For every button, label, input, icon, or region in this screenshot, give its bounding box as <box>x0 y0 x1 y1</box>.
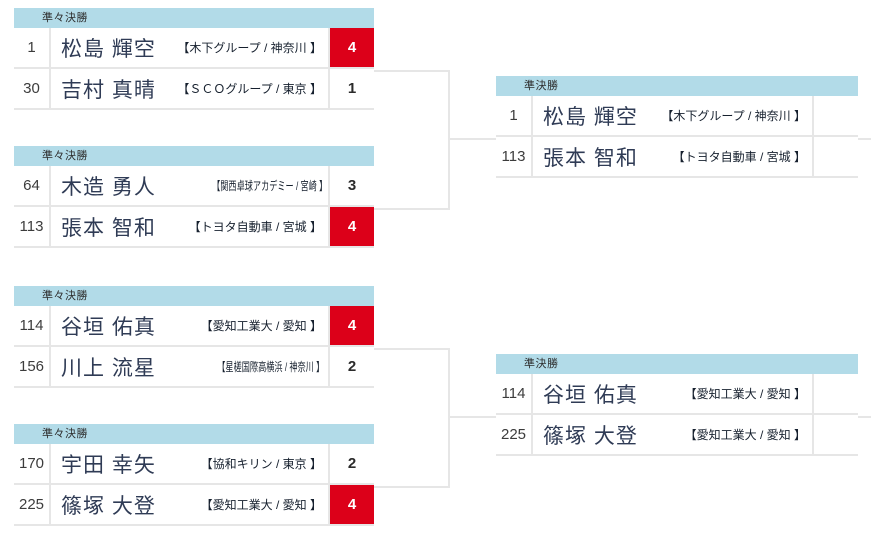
table-row[interactable]: 113 張本 智和 【トヨタ自動車 / 宮城 】 <box>496 137 858 178</box>
player-affiliation: 【愛知工業大 / 愛知 】 <box>200 498 322 512</box>
player-affiliation: 【星槎国際高横浜 / 神奈川 】 <box>216 360 324 374</box>
seed-number: 30 <box>14 69 51 108</box>
player-affiliation: 【関西卓球アカデミー / 宮崎 】 <box>211 179 328 193</box>
player-affiliation: 【木下グループ / 神奈川 】 <box>177 41 322 55</box>
seed-number: 1 <box>496 96 533 135</box>
connector-bottom-vertical <box>448 348 450 488</box>
seed-number: 113 <box>496 137 533 176</box>
player-name: 宇田 幸矢 <box>61 453 156 477</box>
table-row[interactable]: 30 吉村 真晴 【ＳＣＯグループ / 東京 】 1 <box>14 69 374 110</box>
match-quarterfinal-3: 準々決勝 114 谷垣 佑真 【愛知工業大 / 愛知 】 4 156 川上 流星… <box>14 286 374 388</box>
match-quarterfinal-1: 準々決勝 1 松島 輝空 【木下グループ / 神奈川 】 4 30 吉村 真晴 … <box>14 8 374 110</box>
score-cell: 4 <box>330 485 374 524</box>
player-name: 張本 智和 <box>543 146 638 170</box>
connector-sf1-out <box>858 138 871 140</box>
player-name: 木造 勇人 <box>61 175 156 199</box>
player-name: 松島 輝空 <box>61 37 156 61</box>
player-cell[interactable]: 松島 輝空 【木下グループ / 神奈川 】 <box>533 96 814 135</box>
score-cell: 4 <box>330 28 374 67</box>
player-cell[interactable]: 川上 流星 【星槎国際高横浜 / 神奈川 】 <box>51 347 330 386</box>
seed-number: 114 <box>14 306 51 345</box>
player-name: 川上 流星 <box>61 356 156 380</box>
player-name: 松島 輝空 <box>543 105 638 129</box>
player-name: 谷垣 佑真 <box>543 383 638 407</box>
player-cell[interactable]: 張本 智和 【トヨタ自動車 / 宮城 】 <box>51 207 330 246</box>
round-label-sf1: 準決勝 <box>496 76 858 96</box>
player-cell[interactable]: 張本 智和 【トヨタ自動車 / 宮城 】 <box>533 137 814 176</box>
table-row[interactable]: 170 宇田 幸矢 【協和キリン / 東京 】 2 <box>14 444 374 485</box>
player-cell[interactable]: 篠塚 大登 【愛知工業大 / 愛知 】 <box>51 485 330 524</box>
seed-number: 113 <box>14 207 51 246</box>
player-name: 篠塚 大登 <box>61 494 156 518</box>
seed-number: 114 <box>496 374 533 413</box>
score-cell <box>814 415 858 454</box>
player-cell[interactable]: 谷垣 佑真 【愛知工業大 / 愛知 】 <box>533 374 814 413</box>
score-cell: 2 <box>330 347 374 386</box>
score-cell: 3 <box>330 166 374 205</box>
seed-number: 156 <box>14 347 51 386</box>
table-row[interactable]: 225 篠塚 大登 【愛知工業大 / 愛知 】 <box>496 415 858 456</box>
player-cell[interactable]: 宇田 幸矢 【協和キリン / 東京 】 <box>51 444 330 483</box>
seed-number: 64 <box>14 166 51 205</box>
player-cell[interactable]: 松島 輝空 【木下グループ / 神奈川 】 <box>51 28 330 67</box>
player-name: 吉村 真晴 <box>61 78 156 102</box>
score-cell: 4 <box>330 306 374 345</box>
score-cell: 2 <box>330 444 374 483</box>
player-affiliation: 【トヨタ自動車 / 宮城 】 <box>188 220 322 234</box>
player-affiliation: 【木下グループ / 神奈川 】 <box>661 109 806 123</box>
player-affiliation: 【協和キリン / 東京 】 <box>200 457 322 471</box>
seed-number: 1 <box>14 28 51 67</box>
table-row[interactable]: 1 松島 輝空 【木下グループ / 神奈川 】 4 <box>14 28 374 69</box>
connector-qf2-horizontal <box>374 208 450 210</box>
connector-qf1-horizontal <box>374 70 450 72</box>
table-row[interactable]: 114 谷垣 佑真 【愛知工業大 / 愛知 】 4 <box>14 306 374 347</box>
seed-number: 225 <box>496 415 533 454</box>
score-cell <box>814 137 858 176</box>
score-cell: 4 <box>330 207 374 246</box>
player-affiliation: 【ＳＣＯグループ / 東京 】 <box>177 82 322 96</box>
score-cell <box>814 96 858 135</box>
seed-number: 170 <box>14 444 51 483</box>
table-row[interactable]: 156 川上 流星 【星槎国際高横浜 / 神奈川 】 2 <box>14 347 374 388</box>
match-semifinal-1: 準決勝 1 松島 輝空 【木下グループ / 神奈川 】 113 張本 智和 【ト… <box>496 76 858 178</box>
score-cell: 1 <box>330 69 374 108</box>
connector-top-vertical <box>448 70 450 210</box>
round-label-qf4: 準々決勝 <box>14 424 374 444</box>
player-cell[interactable]: 吉村 真晴 【ＳＣＯグループ / 東京 】 <box>51 69 330 108</box>
match-quarterfinal-2: 準々決勝 64 木造 勇人 【関西卓球アカデミー / 宮崎 】 3 113 張本… <box>14 146 374 248</box>
score-cell <box>814 374 858 413</box>
connector-bottom-stem <box>448 416 496 418</box>
table-row[interactable]: 225 篠塚 大登 【愛知工業大 / 愛知 】 4 <box>14 485 374 526</box>
connector-qf3-horizontal <box>374 348 450 350</box>
connector-top-stem <box>448 138 496 140</box>
round-label-qf2: 準々決勝 <box>14 146 374 166</box>
round-label-qf1: 準々決勝 <box>14 8 374 28</box>
seed-number: 225 <box>14 485 51 524</box>
connector-qf4-horizontal <box>374 486 450 488</box>
player-affiliation: 【トヨタ自動車 / 宮城 】 <box>672 150 806 164</box>
player-affiliation: 【愛知工業大 / 愛知 】 <box>684 387 806 401</box>
player-name: 張本 智和 <box>61 216 156 240</box>
match-quarterfinal-4: 準々決勝 170 宇田 幸矢 【協和キリン / 東京 】 2 225 篠塚 大登… <box>14 424 374 526</box>
table-row[interactable]: 1 松島 輝空 【木下グループ / 神奈川 】 <box>496 96 858 137</box>
table-row[interactable]: 113 張本 智和 【トヨタ自動車 / 宮城 】 4 <box>14 207 374 248</box>
player-affiliation: 【愛知工業大 / 愛知 】 <box>684 428 806 442</box>
player-affiliation: 【愛知工業大 / 愛知 】 <box>200 319 322 333</box>
player-name: 谷垣 佑真 <box>61 315 156 339</box>
table-row[interactable]: 64 木造 勇人 【関西卓球アカデミー / 宮崎 】 3 <box>14 166 374 207</box>
player-cell[interactable]: 篠塚 大登 【愛知工業大 / 愛知 】 <box>533 415 814 454</box>
player-cell[interactable]: 木造 勇人 【関西卓球アカデミー / 宮崎 】 <box>51 166 330 205</box>
connector-sf2-out <box>858 416 871 418</box>
round-label-sf2: 準決勝 <box>496 354 858 374</box>
round-label-qf3: 準々決勝 <box>14 286 374 306</box>
table-row[interactable]: 114 谷垣 佑真 【愛知工業大 / 愛知 】 <box>496 374 858 415</box>
player-cell[interactable]: 谷垣 佑真 【愛知工業大 / 愛知 】 <box>51 306 330 345</box>
match-semifinal-2: 準決勝 114 谷垣 佑真 【愛知工業大 / 愛知 】 225 篠塚 大登 【愛… <box>496 354 858 456</box>
player-name: 篠塚 大登 <box>543 424 638 448</box>
